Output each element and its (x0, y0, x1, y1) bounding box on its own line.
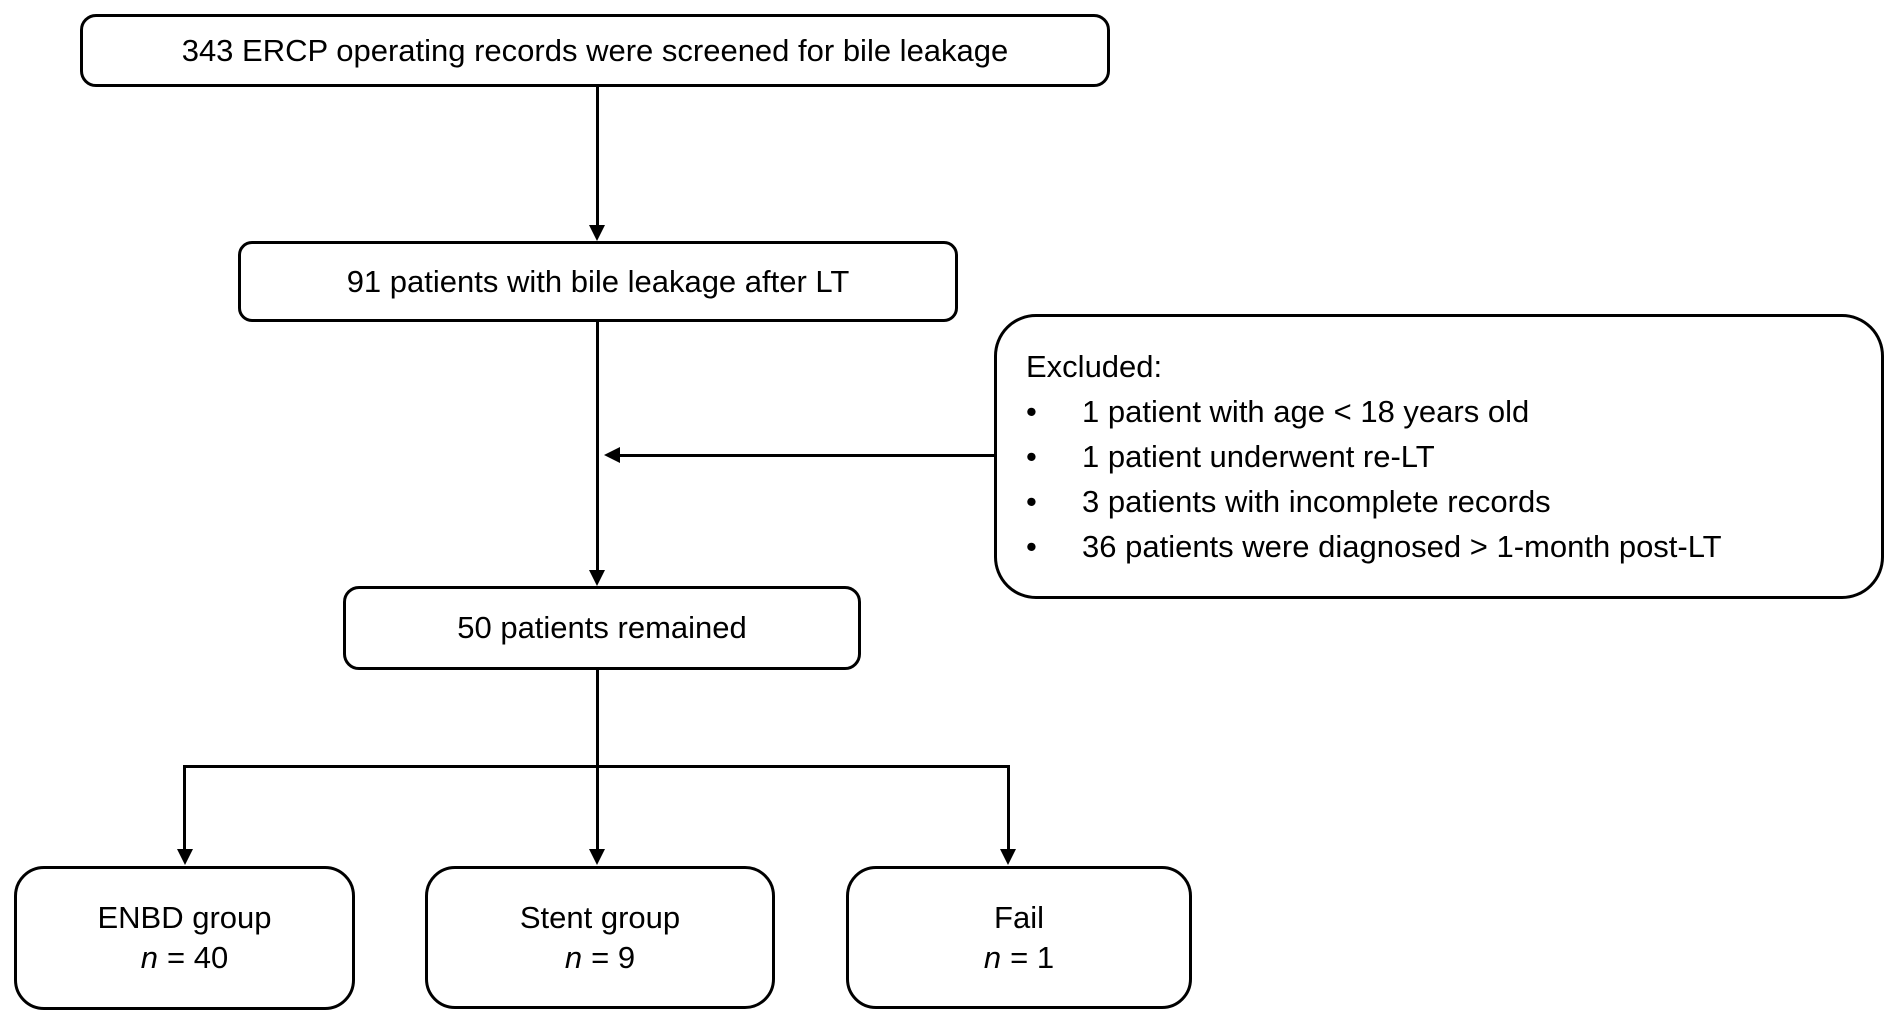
bullet-icon: • (1026, 438, 1037, 474)
n-value: = 9 (591, 939, 636, 975)
excluded-item-row: • 36 patients were diagnosed > 1-month p… (1026, 524, 1863, 569)
excluded-item-text: 1 patient with age < 18 years old (1082, 393, 1530, 429)
node-fail-count: n = 1 (984, 938, 1054, 978)
arrow-excluded-line (620, 453, 994, 457)
excluded-title: Excluded: (1026, 348, 1163, 384)
n-symbol: n (983, 939, 1002, 975)
bullet-icon: • (1026, 528, 1037, 564)
arrow-screened-to-leakage-line (595, 87, 599, 226)
node-enbd-group-label: ENBD group (97, 900, 272, 935)
node-bile-leakage-label: 91 patients with bile leakage after LT (346, 263, 850, 299)
arrow-to-fail-line (1006, 764, 1010, 851)
n-symbol: n (140, 940, 159, 975)
node-remained-label: 50 patients remained (457, 610, 747, 645)
excluded-item-text: 1 patient underwent re-LT (1082, 438, 1435, 474)
bullet-icon: • (1026, 483, 1037, 519)
node-enbd-group: ENBD group n = 40 (14, 866, 355, 1010)
excluded-item-row: • 3 patients with incomplete records (1026, 479, 1863, 524)
arrow-to-enbd-head (176, 849, 193, 865)
bullet-icon: • (1026, 393, 1037, 429)
branch-stem-line (595, 670, 599, 766)
arrow-leakage-to-remained-head (589, 570, 605, 586)
arrow-to-fail-head (1000, 849, 1016, 865)
arrow-to-stent-line (595, 766, 599, 850)
node-fail: Fail n = 1 (846, 866, 1192, 1009)
excluded-item-row: • 1 patient with age < 18 years old (1026, 389, 1863, 434)
arrow-excluded-head (604, 447, 620, 463)
n-symbol: n (564, 939, 583, 975)
node-remained: 50 patients remained (343, 586, 861, 670)
arrow-to-enbd-line (183, 764, 186, 851)
node-screened-records: 343 ERCP operating records were screened… (80, 14, 1110, 87)
node-enbd-group-count: n = 40 (141, 938, 228, 978)
node-stent-group-count: n = 9 (565, 938, 635, 978)
arrow-leakage-to-remained-line (595, 322, 599, 571)
n-value: = 40 (167, 940, 229, 975)
arrow-screened-to-leakage-head (589, 225, 605, 241)
node-stent-group-label: Stent group (519, 899, 681, 935)
node-stent-group: Stent group n = 9 (425, 866, 775, 1009)
node-screened-records-label: 343 ERCP operating records were screened… (181, 32, 1009, 68)
node-excluded: Excluded: • 1 patient with age < 18 year… (994, 314, 1884, 599)
excluded-item-text: 36 patients were diagnosed > 1-month pos… (1082, 528, 1722, 564)
excluded-item-text: 3 patients with incomplete records (1082, 483, 1551, 519)
excluded-item-row: • 1 patient underwent re-LT (1026, 434, 1863, 479)
node-bile-leakage: 91 patients with bile leakage after LT (238, 241, 958, 322)
node-fail-label: Fail (994, 899, 1044, 935)
n-value: = 1 (1010, 939, 1055, 975)
arrow-to-stent-head (589, 849, 605, 865)
